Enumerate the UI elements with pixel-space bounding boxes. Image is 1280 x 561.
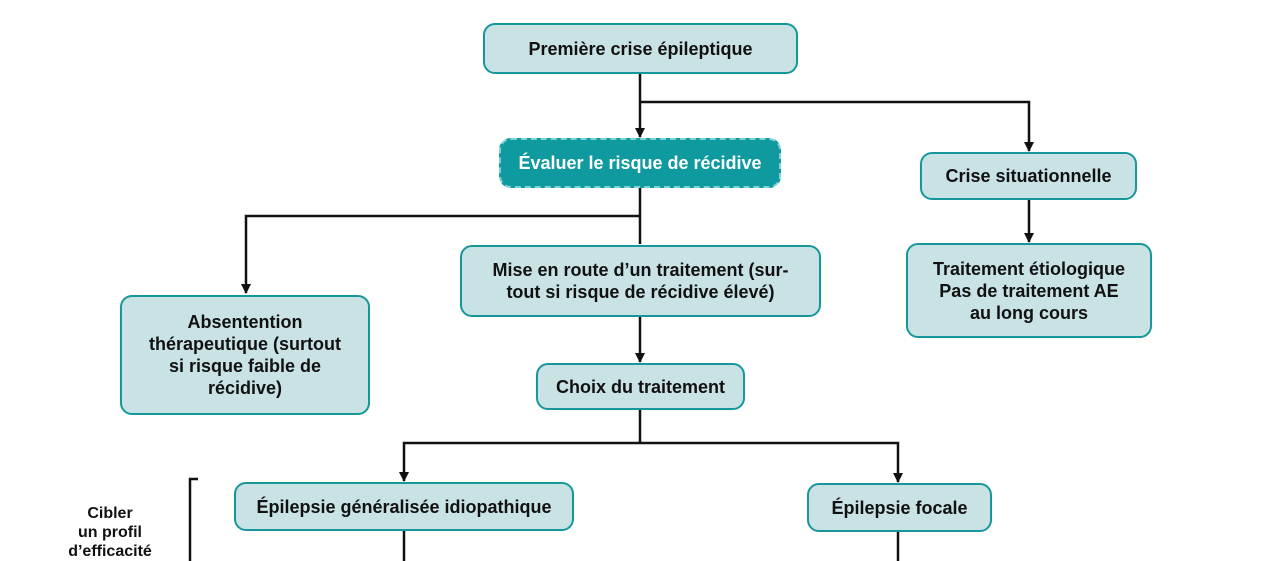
node-etiologic: Traitement étiologique Pas de traitement… — [906, 243, 1152, 338]
side-label-line-2: un profil — [78, 524, 142, 541]
node-etiologic-line-2: Pas de traitement AE — [939, 280, 1119, 301]
node-situational-label: Crise situationnelle — [945, 166, 1112, 186]
node-choice: Choix du traitement — [536, 363, 745, 410]
node-idiopathic: Épilepsie généralisée idiopathique — [234, 482, 574, 531]
side-label-target-profile: Cibler un profil d’efficacité — [52, 504, 168, 561]
node-treatment-start-line-1: Mise en route d’un traitement (sur- — [492, 260, 789, 280]
arrow-to-abstention — [241, 214, 640, 294]
bracket — [188, 477, 198, 561]
arrow-to-idiopathic — [399, 441, 640, 482]
node-choice-label: Choix du traitement — [555, 376, 725, 397]
side-label-line-3: d’efficacité — [68, 543, 152, 560]
node-evaluate-risk-label: Évaluer le risque de récidive — [518, 153, 762, 173]
node-first-seizure: Première crise épileptique — [483, 23, 798, 74]
arrow-to-focal — [640, 441, 903, 483]
arrow-first-to-situational — [640, 100, 1034, 152]
node-etiologic-line-3: au long cours — [969, 302, 1088, 323]
node-abstention: Absentention thérapeutique (surtout si r… — [120, 295, 370, 415]
node-treatment-start: Mise en route d’un traitement (sur- tout… — [460, 245, 821, 317]
node-evaluate-risk: Évaluer le risque de récidive — [499, 138, 781, 188]
node-abstention-line-3: si risque faible de — [168, 356, 322, 376]
node-treatment-start-line-2: tout si risque de récidive élevé) — [506, 282, 775, 302]
node-situational: Crise situationnelle — [920, 152, 1137, 200]
node-abstention-line-2: thérapeutique (surtout — [149, 334, 341, 354]
node-abstention-line-4: récidive) — [207, 378, 283, 398]
node-focal-label: Épilepsie focale — [831, 497, 968, 518]
side-label-line-1: Cibler — [87, 505, 133, 522]
node-idiopathic-label: Épilepsie généralisée idiopathique — [256, 496, 552, 517]
node-abstention-line-1: Absentention — [187, 312, 303, 332]
node-first-seizure-label: Première crise épileptique — [528, 38, 753, 59]
node-focal: Épilepsie focale — [807, 483, 992, 532]
node-etiologic-line-1: Traitement étiologique — [932, 258, 1126, 279]
